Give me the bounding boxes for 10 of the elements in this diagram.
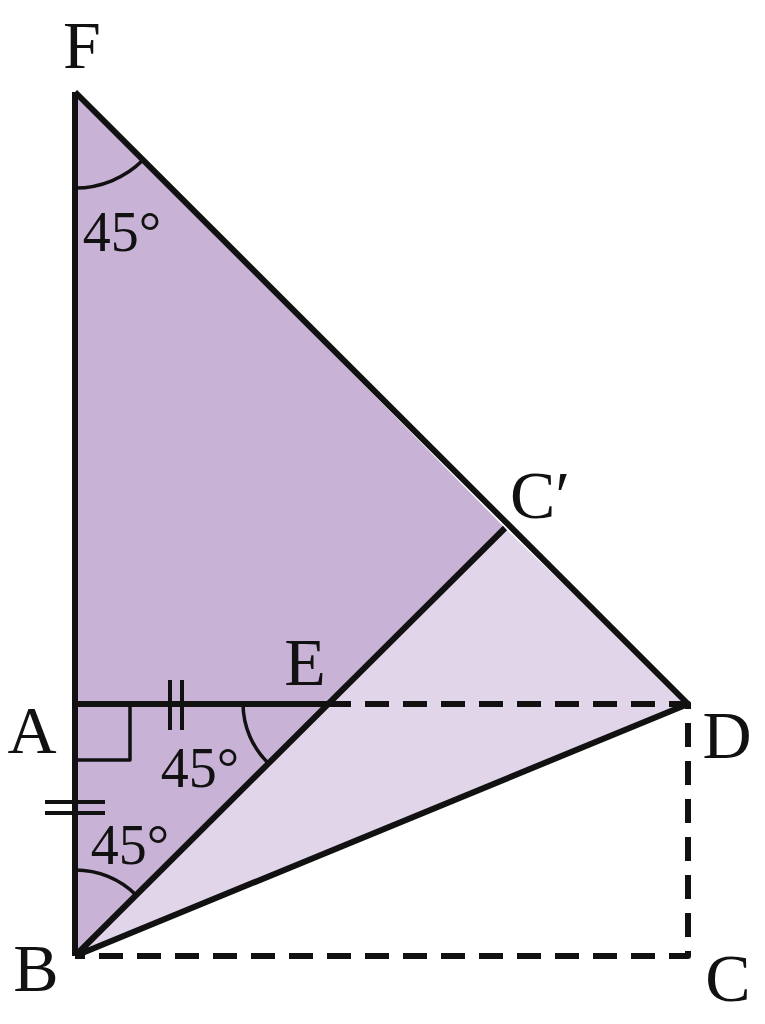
point-label: C [705,944,751,1012]
point-label: C′ [509,461,571,529]
point-label: A [7,696,57,764]
point-label: B [13,934,59,1002]
point-label: F [63,11,101,79]
angle-label: 45° [90,817,170,873]
point-label: D [702,701,752,769]
angle-label: 45° [82,204,162,260]
angle-label: 45° [160,740,240,796]
point-label: E [284,628,326,696]
